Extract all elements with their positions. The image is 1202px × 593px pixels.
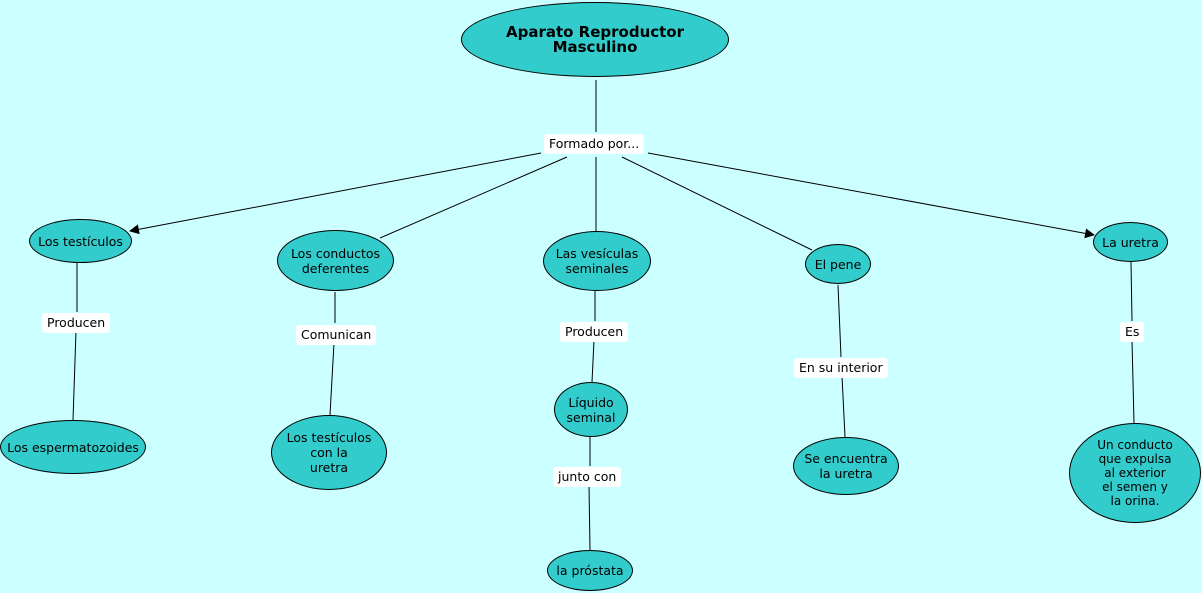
link-label-en-su-interior: En su interior: [794, 358, 888, 378]
link-label-comunican: Comunican: [296, 325, 377, 345]
link-label-junto-con: junto con: [553, 467, 622, 487]
line-es-conducto: [1131, 339, 1135, 424]
line-formado-uretra: [647, 152, 1095, 239]
link-label-es: Es: [1120, 322, 1145, 342]
concept-node-liquido-seminal[interactable]: Líquido seminal: [554, 382, 628, 437]
concept-node-espermatozoides[interactable]: Los espermatozoides: [0, 420, 146, 474]
line-formado-testiculos: [129, 152, 542, 235]
line-comunican-testiculos-uretra: [329, 342, 335, 416]
line-producen-espermatozoides: [72, 330, 77, 421]
concept-node-encuentra-uretra[interactable]: Se encuentra la uretra: [793, 437, 899, 495]
link-label-producen-liquido: Producen: [560, 322, 629, 342]
concept-node-prostata[interactable]: la próstata: [547, 550, 633, 591]
line-junto-prostata: [588, 484, 591, 551]
concept-node-conductos-deferentes[interactable]: Los conductos deferentes: [277, 230, 394, 291]
link-label-producen-espermatozoides: Producen: [42, 313, 111, 333]
line-pene-interior: [837, 284, 842, 358]
line-interior-encuentra: [841, 375, 846, 438]
concept-node-testiculos-uretra[interactable]: Los testículos con la uretra: [271, 415, 387, 490]
root-concept-node[interactable]: Aparato Reproductor Masculino: [461, 2, 729, 77]
concept-node-pene[interactable]: El pene: [805, 244, 871, 284]
line-formado-conductos: [379, 156, 568, 239]
line-uretra-es: [1130, 261, 1133, 322]
concept-node-uretra[interactable]: La uretra: [1093, 222, 1168, 262]
line-producen-liquido: [591, 339, 595, 383]
line-formado-pene: [621, 156, 813, 251]
link-label-formado: Formado por...: [544, 134, 645, 154]
concept-node-vesiculas-seminales[interactable]: Las vesículas seminales: [543, 231, 651, 291]
concept-node-testiculos[interactable]: Los testículos: [29, 219, 132, 263]
concept-node-conducto-expulsa[interactable]: Un conducto que expulsa al exterior el s…: [1069, 423, 1201, 523]
